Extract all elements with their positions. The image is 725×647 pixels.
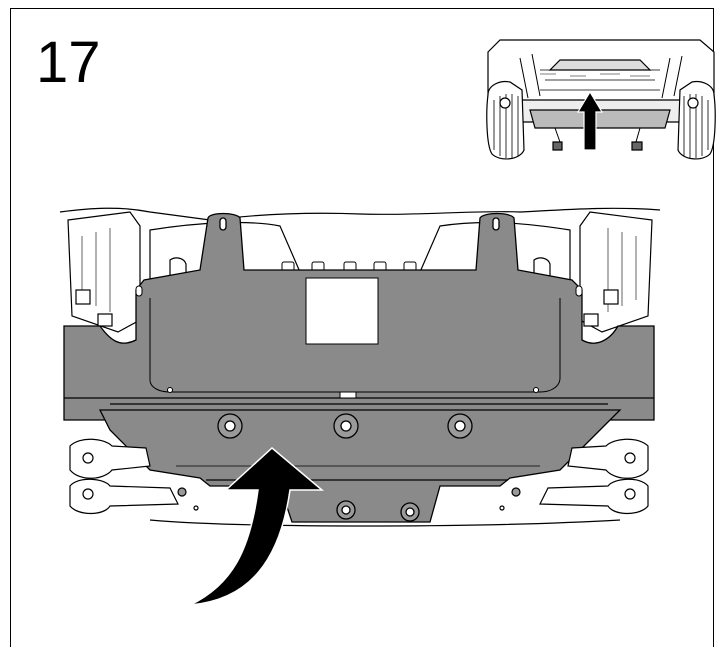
fasteners	[217, 413, 473, 522]
bolt-icon	[447, 413, 473, 439]
curved-arrow-icon	[189, 447, 325, 606]
bolt-icon	[336, 500, 356, 520]
plate-cutout	[305, 277, 379, 345]
step-number: 17	[36, 30, 101, 95]
inset-right-wheel	[677, 80, 716, 160]
inset-left-wheel	[486, 80, 525, 160]
suspension-arms	[69, 438, 649, 527]
mount-holes	[135, 285, 583, 393]
inset-thumbnail	[486, 39, 716, 160]
bolt-icon	[217, 413, 243, 439]
inset-up-arrow	[576, 90, 604, 151]
bolt-icon	[400, 502, 420, 522]
bolt-icon	[333, 413, 359, 439]
